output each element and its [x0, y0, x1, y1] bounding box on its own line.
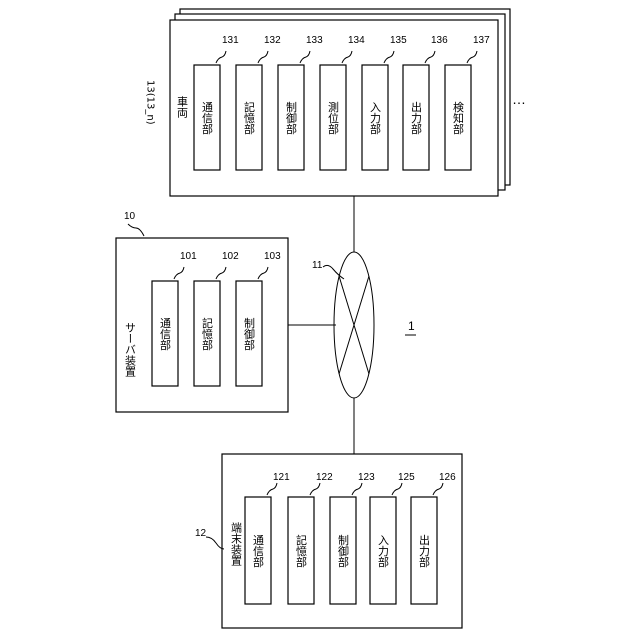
vehicle-unit-ref: 134 — [348, 35, 365, 46]
vehicle-unit-label: 入力部 — [369, 102, 382, 135]
terminal-unit-label: 通信部 — [252, 534, 265, 567]
terminal-unit-ref: 125 — [398, 472, 415, 483]
vehicle-unit-ref: 135 — [390, 35, 407, 46]
vehicle-ref: 13(13_n) — [145, 80, 156, 125]
vehicle-unit-ref: 132 — [264, 35, 281, 46]
server-ref: 10 — [124, 211, 136, 222]
server-unit-ref: 102 — [222, 251, 239, 262]
vehicle-unit-ref: 133 — [306, 35, 323, 46]
terminal-ref: 12 — [195, 528, 207, 539]
server-unit-label: 通信部 — [159, 317, 172, 350]
terminal-unit-ref: 126 — [439, 472, 456, 483]
terminal-ref-leader — [206, 537, 224, 549]
network-leader — [323, 265, 344, 279]
server-ref-leader — [128, 224, 144, 236]
vehicle-group: 車両 13(13_n) … 通信部 131 記憶部 132 制御部 133 測位部 134 入力… — [145, 9, 527, 196]
vehicle-unit-label: 制御部 — [285, 101, 298, 134]
vehicle-unit-label: 検知部 — [452, 100, 465, 134]
system-label: 1 — [408, 319, 415, 333]
server-group: サーバ装置 10 通信部 101 記憶部 102 制御部 103 — [116, 211, 288, 412]
terminal-unit-ref: 121 — [273, 472, 290, 483]
terminal-unit-label: 出力部 — [418, 533, 431, 567]
vehicle-unit-ref: 131 — [222, 35, 239, 46]
terminal-unit-ref: 123 — [358, 472, 375, 483]
server-unit-label: 記憶部 — [201, 316, 214, 350]
vehicle-unit-ref: 137 — [473, 35, 490, 46]
vehicle-unit-label: 測位部 — [327, 100, 340, 134]
network-ref: 11 — [312, 260, 323, 271]
server-unit-ref: 101 — [180, 251, 197, 262]
vehicle-unit-label: 出力部 — [410, 100, 423, 134]
terminal-unit-ref: 122 — [316, 472, 333, 483]
vehicle-unit-label: 通信部 — [201, 101, 214, 134]
terminal-title: 端末装置 — [230, 522, 243, 566]
terminal-unit-label: 制御部 — [337, 534, 350, 567]
vehicle-unit-label: 記憶部 — [243, 100, 256, 134]
vehicle-title: 車両 — [176, 95, 189, 119]
vehicle-ellipsis: … — [512, 91, 526, 107]
terminal-unit-label: 入力部 — [377, 535, 390, 568]
terminal-unit-label: 記憶部 — [295, 533, 308, 567]
terminal-group: 端末装置 12 通信部 121 記憶部 122 制御部 123 入力部 125 出力部 126 — [195, 454, 462, 628]
vehicle-unit-ref: 136 — [431, 35, 448, 46]
server-unit-label: 制御部 — [243, 317, 256, 350]
server-unit-ref: 103 — [264, 251, 281, 262]
server-title: サーバ装置 — [124, 322, 137, 377]
